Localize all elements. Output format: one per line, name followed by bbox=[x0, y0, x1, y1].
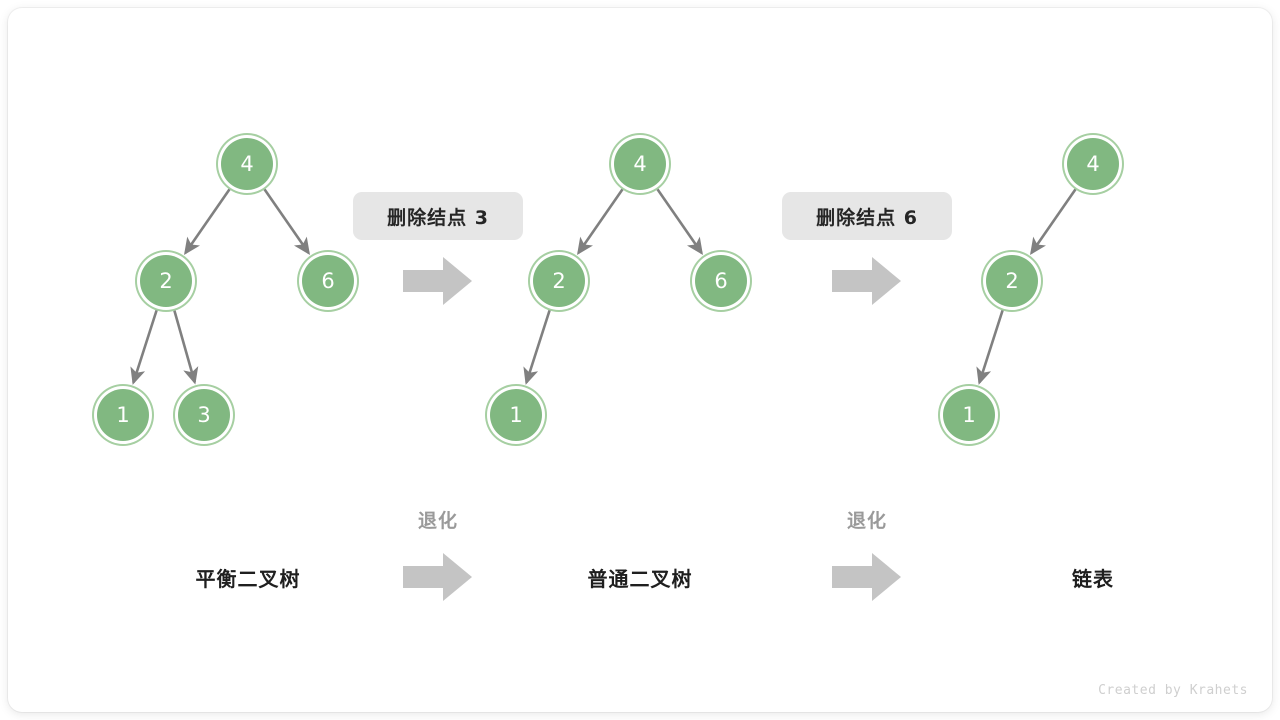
degrade-label-transition-1: 退化 bbox=[398, 506, 478, 533]
tree-edge bbox=[523, 308, 552, 385]
degrade-label-transition-2: 退化 bbox=[827, 506, 907, 533]
block-arrow-transition-2-bottom bbox=[832, 551, 902, 608]
tree-edge bbox=[130, 308, 159, 385]
tree-node-balanced-tree-6: 6 bbox=[302, 255, 354, 307]
stage-label-balanced-tree: 平衡二叉树 bbox=[148, 563, 348, 592]
tree-node-ordinary-tree-6: 6 bbox=[695, 255, 747, 307]
tree-node-ordinary-tree-4: 4 bbox=[614, 138, 666, 190]
badge-delete-node-6-label: 删除结点 6 bbox=[816, 206, 918, 229]
tree-edge bbox=[655, 187, 703, 255]
tree-edge bbox=[172, 308, 199, 385]
tree-node-ordinary-tree-1: 1 bbox=[490, 389, 542, 441]
tree-node-linked-list-2: 2 bbox=[986, 255, 1038, 307]
tree-edge bbox=[976, 308, 1005, 385]
stage-label-linked-list-text: 链表 bbox=[1072, 567, 1114, 591]
tree-edge bbox=[184, 187, 232, 255]
stage-label-ordinary-tree-text: 普通二叉树 bbox=[587, 567, 693, 591]
degrade-label-2-text: 退化 bbox=[846, 510, 887, 532]
tree-edge bbox=[1030, 187, 1078, 255]
badge-delete-node-3: 删除结点 3 bbox=[353, 192, 523, 240]
tree-node-balanced-tree-2: 2 bbox=[140, 255, 192, 307]
badge-delete-node-6: 删除结点 6 bbox=[782, 192, 952, 240]
stage-label-ordinary-tree: 普通二叉树 bbox=[540, 563, 740, 592]
tree-node-balanced-tree-4: 4 bbox=[221, 138, 273, 190]
tree-edge bbox=[262, 187, 310, 255]
tree-node-balanced-tree-1: 1 bbox=[97, 389, 149, 441]
watermark: Created by Krahets bbox=[1098, 683, 1248, 698]
badge-delete-node-3-label: 删除结点 3 bbox=[387, 206, 489, 229]
tree-edge bbox=[577, 187, 625, 255]
degrade-label-1-text: 退化 bbox=[417, 510, 458, 532]
tree-node-ordinary-tree-2: 2 bbox=[533, 255, 585, 307]
stage-label-linked-list: 链表 bbox=[993, 563, 1193, 592]
stage-label-balanced-tree-text: 平衡二叉树 bbox=[195, 567, 301, 591]
tree-node-linked-list-1: 1 bbox=[943, 389, 995, 441]
tree-edges-layer bbox=[130, 187, 1078, 385]
tree-node-linked-list-4: 4 bbox=[1067, 138, 1119, 190]
block-arrow-transition-1-bottom bbox=[403, 551, 473, 608]
block-arrow-transition-1-top bbox=[403, 255, 473, 312]
tree-node-balanced-tree-3: 3 bbox=[178, 389, 230, 441]
block-arrow-transition-2-top bbox=[832, 255, 902, 312]
